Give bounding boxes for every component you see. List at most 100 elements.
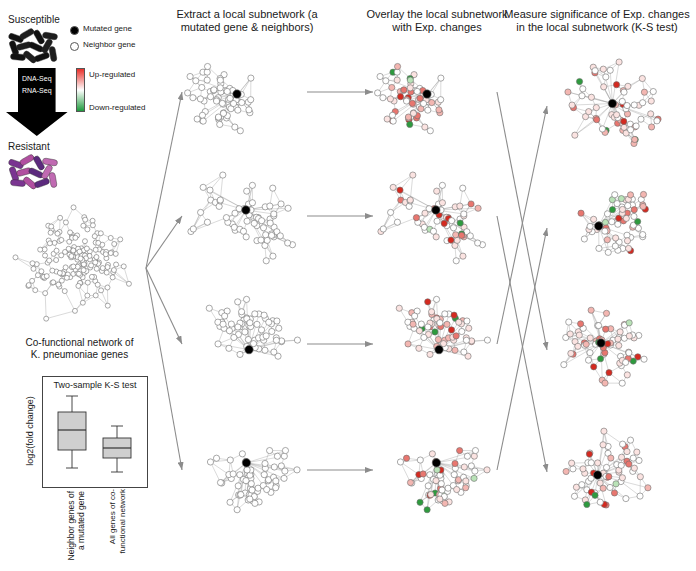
network-link [246, 210, 280, 236]
gene-dot [409, 100, 415, 106]
gene-dot [223, 215, 229, 221]
gene-dot [35, 273, 40, 278]
gene-dot [460, 253, 466, 259]
gene-dot [244, 188, 250, 194]
gene-dot [113, 251, 118, 256]
network-link [113, 272, 129, 284]
gene-dot [220, 321, 226, 327]
gene-dot [90, 223, 95, 228]
gene-dot [397, 187, 403, 193]
gene-dot [260, 225, 266, 231]
gene-dot [276, 325, 282, 331]
gene-dot [412, 313, 418, 319]
gene-dot [103, 252, 108, 257]
gene-dot [96, 240, 101, 245]
gene-dot [215, 115, 221, 121]
gene-dot [416, 328, 422, 334]
gene-dot [457, 203, 463, 209]
gene-dot [407, 121, 413, 127]
network-link [381, 210, 436, 231]
network-link [203, 175, 223, 187]
gene-dot [388, 209, 394, 215]
gene-dot [231, 334, 237, 340]
gene-dot [400, 87, 406, 93]
gene-dot [63, 220, 68, 225]
gene-dot [285, 205, 291, 211]
gene-dot [235, 299, 241, 305]
gene-dot [259, 218, 265, 224]
gene-dot [387, 96, 393, 102]
gene-dot [453, 232, 459, 238]
gene-dot [294, 337, 300, 343]
gene-dot [204, 77, 210, 83]
gene-dot [95, 282, 100, 287]
gene-dot [444, 321, 450, 327]
gene-dot [228, 321, 234, 327]
gene-dot [439, 200, 445, 206]
gene-dot [396, 305, 402, 311]
network-link [46, 311, 75, 319]
gene-dot [451, 312, 457, 318]
network-link [222, 313, 249, 350]
gene-dot [80, 300, 85, 305]
gene-dot [258, 327, 264, 333]
network-link [75, 296, 87, 311]
gene-dot [475, 240, 481, 246]
gene-dot [442, 311, 448, 317]
gene-dot [407, 197, 413, 203]
gene-dot [269, 328, 275, 334]
gene-dot [251, 220, 257, 226]
gene-dot [93, 260, 98, 265]
network-link [114, 270, 129, 284]
gene-dot [99, 288, 104, 293]
gene-dot [449, 218, 455, 224]
gene-dot [84, 246, 89, 251]
gene-dot [422, 210, 428, 216]
gene-dot [226, 328, 232, 334]
gene-dot [207, 94, 213, 100]
gene-dot [82, 262, 87, 267]
gene-dot [235, 324, 241, 330]
gene-dot [232, 124, 238, 130]
gene-dot [68, 230, 73, 235]
gene-dot [59, 253, 64, 258]
gene-dot [250, 341, 256, 347]
gene-dot [110, 275, 115, 280]
network-link [205, 94, 237, 112]
gene-dot [238, 309, 244, 315]
gene-dot [93, 293, 98, 298]
gene-dot [26, 283, 31, 288]
gene-dot [242, 329, 248, 335]
gene-dot [410, 110, 416, 116]
network-link [408, 344, 439, 350]
gene-dot [47, 241, 52, 246]
network-link [380, 77, 427, 95]
network-link [436, 210, 483, 245]
gene-dot [434, 188, 440, 194]
gene-dot [416, 345, 422, 351]
gene-dot [57, 270, 62, 275]
gene-dot [126, 281, 131, 286]
gene-dot [414, 88, 420, 94]
gene-dot [217, 121, 223, 127]
gene-dot [262, 347, 268, 353]
network-link [191, 210, 246, 231]
gene-dot [71, 248, 76, 253]
network-link [45, 293, 46, 319]
gene-dot [100, 266, 105, 271]
gene-dot [463, 337, 469, 343]
gene-dot [108, 235, 113, 240]
gene-dot [204, 63, 210, 69]
gene-dot [114, 262, 119, 267]
gene-dot [217, 198, 223, 204]
gene-dot [453, 333, 459, 339]
gene-dot [410, 321, 416, 327]
gene-dot [83, 217, 88, 222]
gene-dot [248, 75, 254, 81]
gene-dot [468, 201, 474, 207]
gene-dot [435, 336, 441, 342]
gene-dot [258, 237, 264, 243]
gene-dot [267, 220, 273, 226]
gene-dot [428, 309, 434, 315]
gene-dot [193, 78, 199, 84]
